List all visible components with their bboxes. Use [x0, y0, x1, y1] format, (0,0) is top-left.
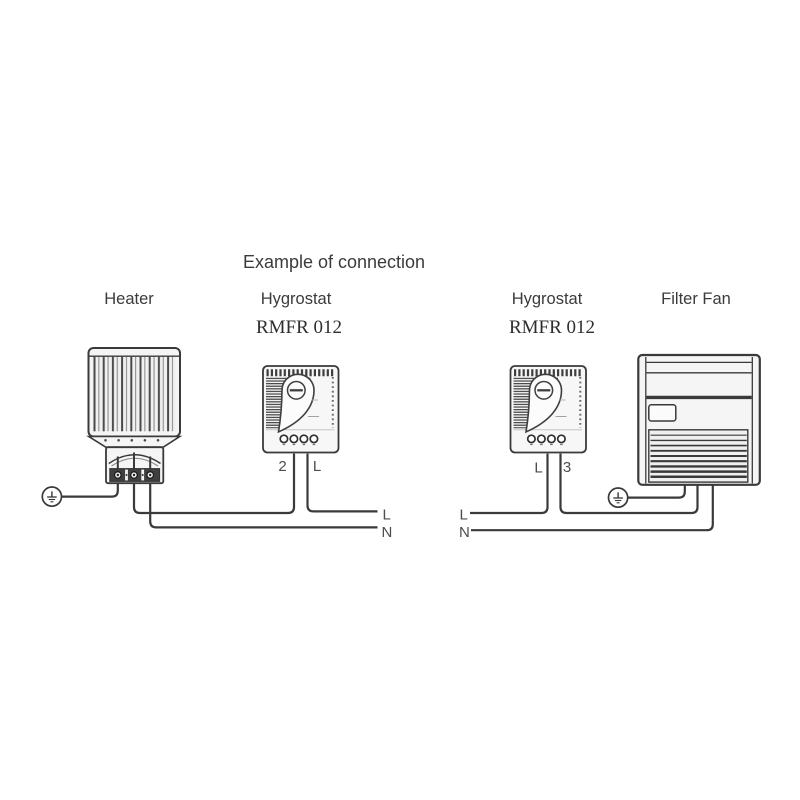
hygrostat-right-terminal-3: 3	[563, 459, 571, 476]
fan-nameplate	[648, 404, 677, 422]
filter-fan-label: Filter Fan	[661, 290, 731, 308]
hygrostat-right-terminal-l: L	[534, 460, 542, 477]
hygrostat-left	[263, 366, 339, 453]
heater-neutral-wire	[149, 483, 378, 529]
mains-right-line-wire	[470, 453, 549, 515]
fan-ground-wire	[627, 484, 686, 499]
filter-fan	[637, 353, 761, 486]
heater-label: Heater	[104, 290, 154, 308]
hygrostat-right	[511, 366, 587, 453]
hygrostat-left-terminal-2: 2	[278, 458, 286, 475]
right-circuit-wires	[470, 453, 714, 532]
mains-left-neutral-label: N	[382, 524, 393, 541]
mains-right-neutral-label: N	[459, 524, 470, 541]
hygrostat-to-heater-wire	[132, 453, 296, 515]
heater-ground-wire	[61, 483, 119, 498]
hygrostat-right-label: Hygrostat	[512, 290, 583, 308]
ground-symbol-left	[41, 486, 63, 508]
mains-right-neutral-wire	[471, 484, 714, 532]
hygrostat-to-fan-wire	[559, 453, 699, 515]
hygrostat-left-label: Hygrostat	[261, 290, 332, 308]
heater	[86, 347, 183, 485]
hygrostat-left-model: RMFR 012	[256, 317, 342, 338]
hygrostat-left-line-wire	[306, 453, 378, 513]
ground-symbol-right	[607, 487, 629, 509]
hygrostat-left-terminal-l: L	[313, 458, 321, 475]
mains-left-line-label: L	[383, 507, 391, 524]
hygrostat-right-model: RMFR 012	[509, 317, 595, 338]
left-circuit-wires	[41, 453, 378, 529]
diagram-title: Example of connection	[243, 252, 425, 272]
mains-right-line-label: L	[460, 507, 468, 524]
